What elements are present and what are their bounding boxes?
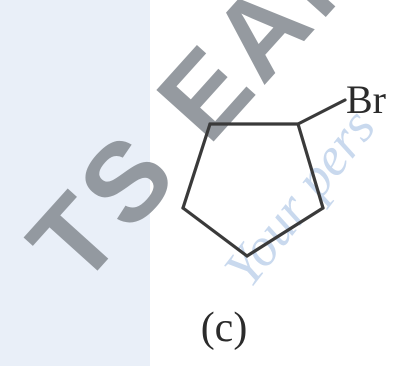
ring-bond-right-upper <box>296 122 325 210</box>
ring-bond-left-upper <box>181 122 212 210</box>
subfigure-label: (c) <box>200 305 248 351</box>
bromine-atom-label: Br <box>346 77 386 122</box>
ring-bond-left-lower <box>181 206 249 258</box>
background-panel <box>0 0 150 366</box>
cyclopentane-ring <box>181 122 325 258</box>
ring-bond-right-lower <box>245 206 325 258</box>
c-br-bond <box>296 98 347 126</box>
